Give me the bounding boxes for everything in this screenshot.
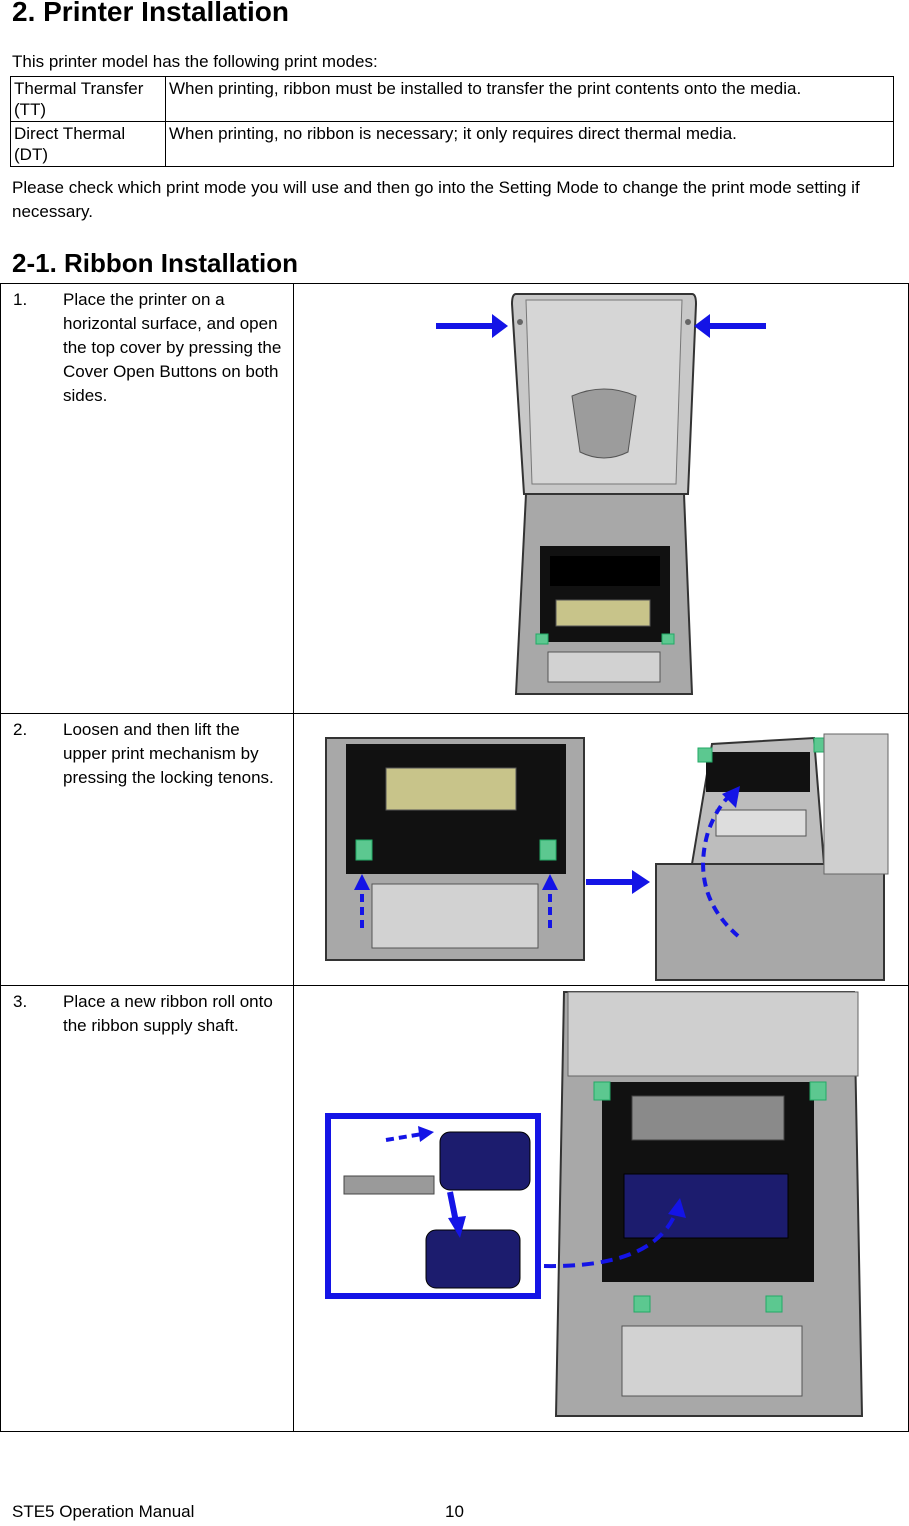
intro-text: This printer model has the following pri… [12, 52, 378, 71]
step-figure-cell [293, 713, 909, 986]
lift-mechanism-illustration [325, 733, 889, 981]
table-row: 3. Place a new ribbon roll onto the ribb… [0, 985, 909, 1432]
printer-open-cover-illustration [436, 293, 766, 695]
steps-table: 1. Place the printer on a horizontal sur… [0, 283, 909, 1432]
step-text-cell: 2. Loosen and then lift the upper print … [0, 713, 294, 986]
step-number: 2. [13, 720, 28, 739]
subsection-title: 2-1. Ribbon Installation [12, 248, 299, 278]
table-row: Thermal Transfer (TT) When printing, rib… [10, 76, 894, 122]
table-row: 1. Place the printer on a horizontal sur… [0, 283, 909, 714]
table-row: 2. Loosen and then lift the upper print … [0, 713, 909, 986]
ribbon-roll-illustration [325, 991, 864, 1417]
mode-name: Thermal Transfer (TT) [10, 76, 166, 122]
mode-name: Direct Thermal (DT) [10, 121, 166, 167]
mode-description: When printing, ribbon must be installed … [165, 76, 894, 122]
step-text-cell: 3. Place a new ribbon roll onto the ribb… [0, 985, 294, 1432]
print-modes-table: Thermal Transfer (TT) When printing, rib… [10, 76, 894, 167]
footer-manual-name: STE5 Operation Manual [12, 1502, 195, 1521]
section-title: 2. Printer Installation [12, 0, 289, 27]
table-row: Direct Thermal (DT) When printing, no ri… [10, 121, 894, 167]
step-figure-cell [293, 283, 909, 714]
step-text-cell: 1. Place the printer on a horizontal sur… [0, 283, 294, 714]
step-figure-cell [293, 985, 909, 1432]
step-text: Loosen and then lift the upper print mec… [63, 720, 274, 787]
step-text: Place a new ribbon roll onto the ribbon … [63, 992, 273, 1035]
step-number: 3. [13, 992, 28, 1011]
step-number: 1. [13, 290, 28, 309]
mode-note: Please check which print mode you will u… [12, 178, 860, 221]
page-number: 10 [445, 1502, 464, 1521]
mode-description: When printing, no ribbon is necessary; i… [165, 121, 894, 167]
step-text: Place the printer on a horizontal surfac… [63, 290, 282, 405]
